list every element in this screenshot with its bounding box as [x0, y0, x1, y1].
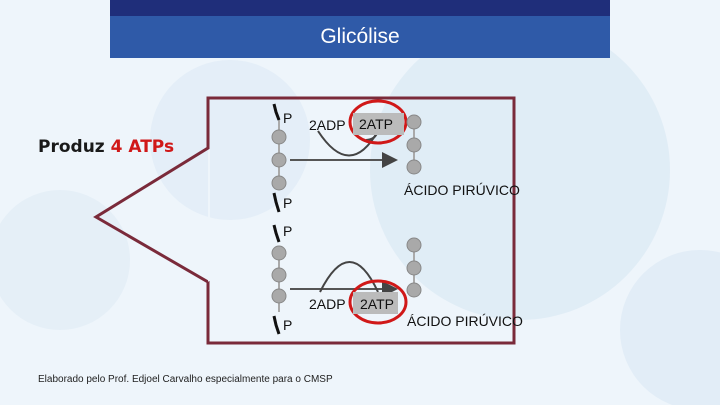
glucose-chain-bottom: [272, 246, 286, 312]
top-phosphate-label: P: [283, 110, 292, 126]
produz-highlight: 4 ATPs: [111, 137, 174, 157]
bottom-curved-arrow: [320, 262, 378, 292]
bottom-phosphate-label: P: [283, 317, 292, 333]
top-adp-label: 2ADP: [309, 117, 346, 133]
bottom-atp-label: 2ATP: [360, 296, 394, 312]
middle-phosphate-b: P: [283, 223, 292, 239]
top-atp-label: 2ATP: [359, 116, 393, 132]
page-title: Glicólise: [110, 16, 610, 58]
title-strip: [110, 0, 610, 16]
title-bar: Glicólise: [110, 0, 610, 58]
credit-text: Elaborado pelo Prof. Edjoel Carvalho esp…: [38, 374, 333, 385]
pyruvate-chain-top: [407, 115, 421, 174]
background-circles: [0, 20, 720, 405]
bottom-product-label: ÁCIDO PIRÚVICO: [407, 313, 523, 329]
top-product-label: ÁCIDO PIRÚVICO: [404, 182, 520, 198]
middle-phosphate-a: P: [283, 195, 292, 211]
bottom-adp-label: 2ADP: [309, 296, 346, 312]
produz-label: Produz 4 ATPs: [38, 137, 174, 157]
produz-prefix: Produz: [38, 137, 105, 157]
pyruvate-chain-bottom: [407, 238, 421, 297]
